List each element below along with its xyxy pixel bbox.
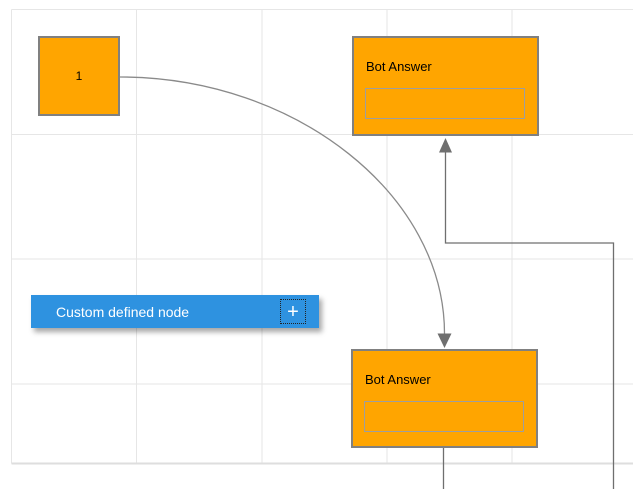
start-node-label: 1 [75, 69, 83, 83]
bot-answer-node-top[interactable]: Bot Answer [352, 36, 539, 136]
connector-elbow-group [439, 138, 615, 489]
custom-node-label: Custom defined node [56, 303, 190, 320]
bot-answer-title: Bot Answer [366, 59, 432, 74]
start-node[interactable]: 1 [38, 36, 120, 116]
bot-answer-node-bottom[interactable]: Bot Answer [351, 349, 538, 448]
grid-lines [11, 9, 633, 465]
connector-elbow-arrowhead-up [439, 138, 452, 153]
bot-answer-input-box[interactable] [364, 401, 524, 432]
plus-icon[interactable]: + [280, 299, 306, 324]
connector-curve-group [119, 76, 452, 348]
bot-answer-title: Bot Answer [365, 372, 431, 387]
connector-elbow[interactable] [442, 152, 615, 489]
custom-defined-node[interactable]: Custom defined node + [31, 295, 319, 328]
connector-curve[interactable] [119, 76, 446, 334]
connector-curve-arrowhead-down [437, 333, 452, 348]
bot-answer-input-box[interactable] [365, 88, 525, 119]
